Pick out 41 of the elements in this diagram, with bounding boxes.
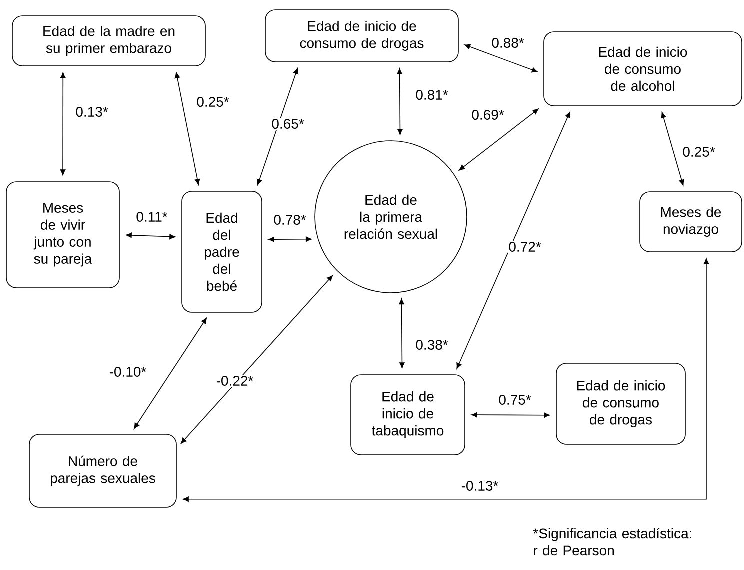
edge-label: 0.88* — [490, 37, 526, 49]
double-arrow — [60, 72, 66, 176]
double-arrow — [180, 275, 334, 444]
edge-label: -0.22* — [215, 375, 255, 387]
edge-label: 0.78* — [272, 214, 308, 226]
edge-label: 0.65* — [270, 118, 306, 130]
edge-label: -0.13* — [460, 480, 500, 492]
rounded-box: Edad de inicio de consumo de alcohol — [544, 32, 742, 106]
circle-node: Edad de la primera relación sexual — [314, 140, 468, 294]
edge-label: 0.38* — [414, 339, 450, 351]
double-arrow — [126, 232, 176, 240]
rounded-box: Edad de inicio de tabaquismo — [350, 374, 466, 456]
edge-label: 0.13* — [74, 106, 110, 118]
rounded-box: Meses de noviazgo — [640, 192, 742, 252]
edge-label: -0.10* — [108, 366, 148, 378]
edge-label: 0.81* — [414, 89, 450, 101]
rounded-box: Edad del padre del bebé — [182, 191, 262, 313]
rounded-box: Edad de inicio de consumo de drogas — [265, 10, 459, 62]
double-arrow — [174, 72, 200, 186]
rounded-box: Meses de vivir junto con su pareja — [6, 182, 120, 288]
rounded-box: Edad de la madre en su primer embarazo — [12, 16, 206, 66]
rounded-box: Número de parejas sexuales — [29, 434, 177, 508]
double-arrow — [661, 112, 684, 186]
rounded-box: Edad de inicio de consumo de drogas — [556, 363, 686, 445]
edge-label: 0.72* — [508, 241, 542, 253]
double-arrow — [134, 318, 208, 430]
edge-label: 0.69* — [470, 109, 506, 121]
double-arrow — [182, 258, 710, 502]
double-arrow — [268, 236, 312, 242]
double-arrow — [471, 412, 550, 418]
double-arrow — [464, 44, 538, 73]
double-arrow — [456, 112, 570, 370]
double-arrow — [397, 68, 403, 136]
edge-label: 0.25* — [682, 146, 716, 158]
double-arrow — [257, 68, 299, 186]
edge-label: 0.75* — [498, 394, 532, 406]
footnote: *Significancia estadística: r de Pearson — [533, 528, 692, 556]
double-arrow — [459, 108, 539, 171]
edge-label: 0.25* — [196, 96, 230, 108]
edge-label: 0.11* — [135, 211, 169, 223]
double-arrow — [399, 298, 405, 369]
